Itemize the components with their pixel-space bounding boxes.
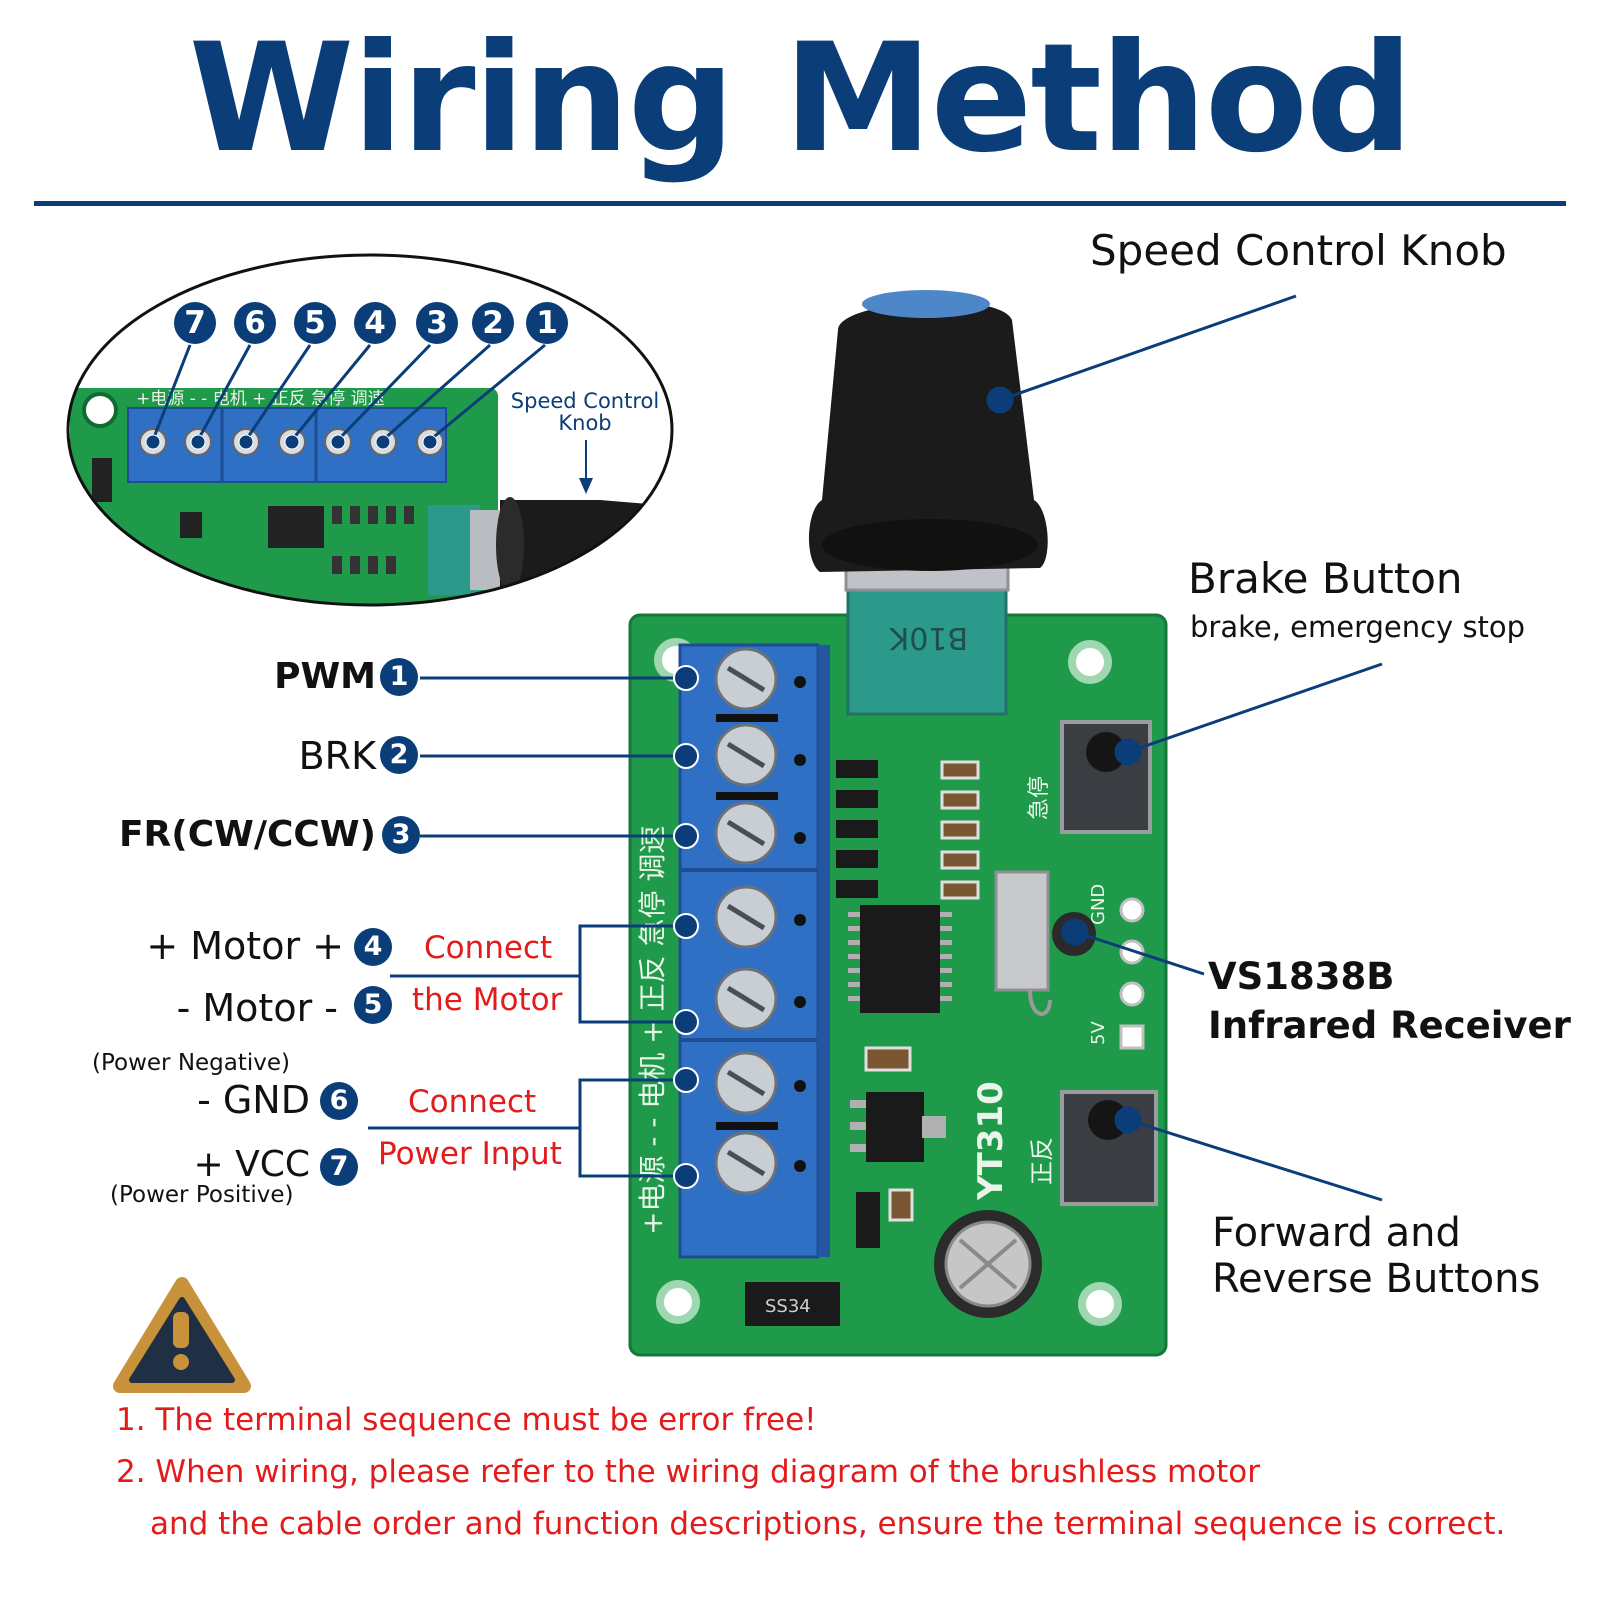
power-group-line2: Power Input [378,1136,562,1172]
board-model: YT310 [971,1081,1011,1201]
pin-label-motor-plus: + Motor + [146,924,344,968]
mount-holes [654,638,1122,1326]
ir-leader-dot [1061,918,1089,946]
inset-badge-6: 6 [234,302,276,344]
pin-label-fr: FR(CW/CCW) [118,814,376,855]
diode-label: SS34 [765,1296,811,1317]
inset-badge-3: 3 [416,302,458,344]
inset-outline [66,253,674,607]
fr-leader-dot [1114,1106,1142,1134]
title-divider [34,201,1566,206]
brake-leader [1127,662,1383,754]
ir-receiver-body [994,870,1050,992]
brake-leader-dot [1114,738,1142,766]
pin-label-gnd: - GND [197,1078,310,1122]
header-pads [1119,897,1145,1050]
ir-leader [1074,930,1205,976]
pin-badge-5: 5 [354,986,392,1024]
pin-label-motor-minus: - Motor - [176,986,338,1030]
note-1: 1. The terminal sequence must be error f… [116,1402,817,1438]
note-3: and the cable order and function descrip… [150,1506,1506,1542]
brake-silk: 急停 [1027,776,1052,820]
fr-leader [1127,1118,1383,1202]
voltage-regulator [866,1092,924,1162]
pin-label-pwm: PWM [274,656,376,697]
inset-badge-5: 5 [294,302,336,344]
callout-leaders [986,294,1383,1202]
ir-callout-line1: VS1838B [1208,955,1395,998]
pin-badge-2: 2 [380,736,418,774]
power-group-line1: Connect [408,1084,537,1120]
v5-silk: 5V [1088,1021,1109,1045]
power-positive-note: (Power Positive) [110,1182,294,1208]
pin-badge-1: 1 [380,658,418,696]
pin-dots [673,665,699,1189]
board-silk-side: +电源 - - 电机 + 正反 急停 调速 [636,826,669,1235]
knob-leader-dot [986,386,1014,414]
pin-badge-4: 4 [354,928,392,966]
brake-callout-title: Brake Button [1188,554,1463,603]
motor-group-line2: the Motor [412,982,563,1018]
controller-board: +电源 - - 电机 + 正反 急停 调速 SS34 [628,290,1168,1357]
inset-badge-2: 2 [472,302,514,344]
pin-leaders [368,676,686,1178]
inset-knob-label-line1: Speed Control [510,389,660,413]
inset-knob-label-line2: Knob [558,411,612,435]
gnd-silk: GND [1088,884,1109,925]
ir-callout-line2: Infrared Receiver [1208,1004,1571,1047]
speed-knob [808,301,1048,572]
fr-callout-line1: Forward and [1212,1210,1461,1256]
inset-chip [268,506,324,548]
fr-callout-line2: Reverse Buttons [1212,1256,1541,1302]
knob-callout: Speed Control Knob [1090,226,1507,275]
warning-triangle-icon [113,1277,251,1393]
pin-label-vcc: + VCC [193,1144,310,1185]
inset-badge-7: 7 [174,302,216,344]
pin-badge-7: 7 [320,1148,358,1186]
pin-label-brk: BRK [298,734,376,778]
fr-silk: 正反 [1028,1137,1056,1185]
pin-badge-6: 6 [320,1082,358,1120]
inset-leaders [151,343,546,442]
pot-label: B10K [888,620,968,655]
main-ic [860,905,940,1013]
knob-leader [999,294,1297,402]
motor-group-line1: Connect [424,930,553,966]
inset-badge-4: 4 [354,302,396,344]
pin-badge-3: 3 [382,816,420,854]
note-2: 2. When wiring, please refer to the wiri… [116,1454,1260,1490]
smd-capacitors [940,760,980,900]
page-title: Wiring Method [188,12,1414,186]
diode-ss34 [745,1282,840,1326]
inset-knob-label: Speed Control Knob [500,390,670,434]
power-negative-note: (Power Negative) [92,1050,291,1076]
brake-callout-subtitle: brake, emergency stop [1190,610,1526,644]
smd-resistors [836,760,878,898]
inset-badge-1: 1 [526,302,568,344]
